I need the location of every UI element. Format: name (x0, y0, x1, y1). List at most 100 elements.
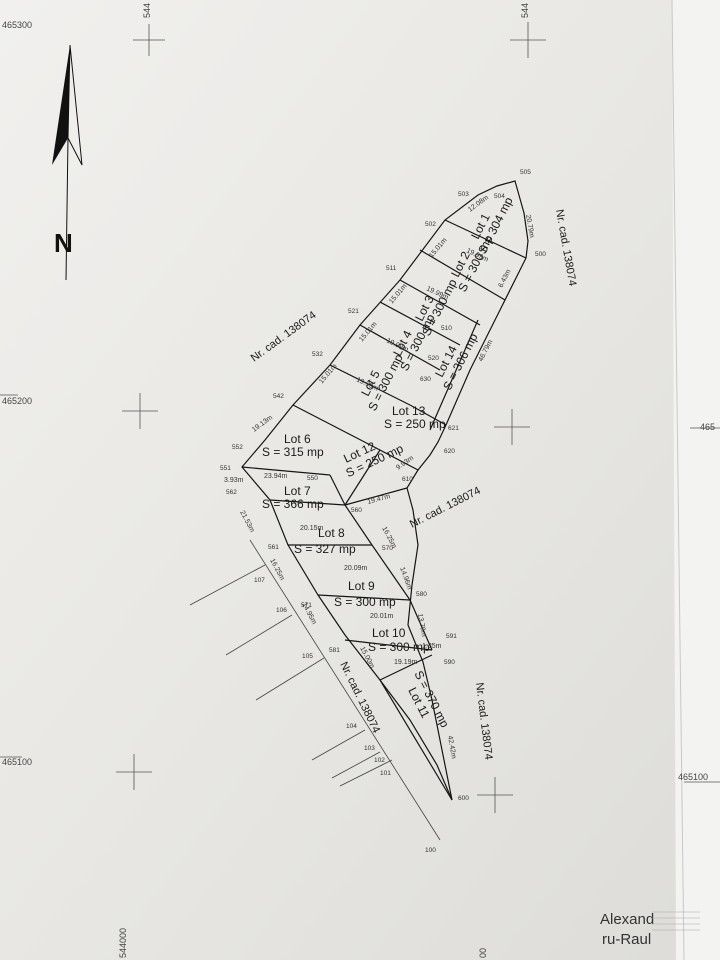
point-label: 552 (232, 444, 243, 451)
point-label: 581 (329, 647, 340, 654)
lot-10-label: Lot 10 S = 300 mp (368, 626, 430, 654)
lot-divider (344, 504, 373, 546)
lot-7-label: Lot 7 S = 366 mp (262, 484, 324, 511)
lot-area: S = 250 mp (384, 417, 446, 431)
point-label: 562 (226, 489, 237, 496)
lot-divider (419, 249, 506, 301)
dimension-label: 20.01m (370, 613, 394, 620)
lot-divider (399, 279, 481, 326)
lot-divider (359, 324, 441, 371)
lot-divider (371, 544, 411, 601)
lot-divider (329, 364, 411, 406)
point-label: 600 (458, 795, 469, 802)
lot-name: Lot 6 (284, 432, 311, 446)
point-label: 590 (444, 659, 455, 666)
lot-divider (329, 474, 346, 506)
access-line (225, 614, 293, 656)
dimension-label: 23.94m (264, 473, 288, 480)
point-label: 630 (420, 376, 431, 383)
coordinate-label: 465100 (2, 757, 32, 767)
point-label: 570 (382, 545, 393, 552)
dimension-label: 13.79m (416, 613, 427, 637)
lot-divider (344, 639, 433, 651)
coordinate-label: 544000 (118, 928, 128, 958)
dimension-label: 19.19m (394, 659, 418, 666)
coordinate-label: 465 (700, 422, 715, 432)
point-labels: 505 504 503 502 500 511 521 532 542 552 … (220, 169, 546, 854)
lot-divider (292, 404, 381, 451)
point-label: 591 (446, 633, 457, 640)
lot-divider (344, 449, 381, 506)
lot-divider (379, 449, 419, 471)
grid-cross (494, 409, 530, 445)
lot-name: Lot 7 (284, 484, 311, 498)
parcel-outline (241, 180, 529, 801)
point-label: 560 (351, 507, 362, 514)
point-label: 551 (220, 465, 231, 472)
grid-crosses (0, 22, 720, 813)
lot-divider (379, 301, 461, 346)
grid-cross (116, 754, 152, 790)
dimension-label: 20.79m (524, 214, 535, 238)
lot-divider (409, 404, 447, 426)
point-label: 104 (346, 723, 357, 730)
dimension-label: 42.42m (446, 735, 457, 759)
coordinate-label: 00 (478, 948, 488, 958)
coordinate-label: 544 (520, 3, 530, 18)
lot-13-label: Lot 13 S = 250 mp (384, 404, 446, 431)
paper-fold-line (671, 0, 685, 960)
lot-name: Lot 10 (372, 626, 406, 640)
access-line (339, 759, 393, 787)
point-label: 100 (425, 847, 436, 854)
point-label: 521 (348, 308, 359, 315)
dimension-label: 20.09m (344, 565, 368, 572)
point-label: 503 (458, 191, 469, 198)
lot-area: S = 300 mp (368, 640, 430, 654)
point-label: 580 (416, 591, 427, 598)
point-label: 504 (494, 193, 505, 200)
access-line (331, 751, 381, 779)
grid-cross (122, 393, 158, 429)
access-line (311, 729, 366, 761)
point-label: 106 (276, 607, 287, 614)
author-name-line2: ru-Raul (602, 931, 651, 948)
lot-divider (241, 466, 331, 476)
lot-area: S = 327 mp (294, 542, 356, 556)
lot-name: Lot 9 (348, 579, 375, 593)
dimension-label: 20.15m (300, 525, 324, 532)
lot-area: S = 300 mp (334, 595, 396, 609)
access-line (189, 564, 266, 606)
lot-area: S = 366 mp (262, 497, 324, 511)
road-edge (249, 539, 441, 841)
road-lines (189, 539, 441, 841)
author-name-line1: Alexand (600, 911, 654, 928)
coordinate-label: 544 (142, 3, 152, 18)
coordinate-label: 465300 (2, 20, 32, 30)
grid-cross (133, 24, 165, 56)
point-label: 532 (312, 351, 323, 358)
lot-9-label: Lot 9 S = 300 mp (334, 579, 396, 609)
stamp-fine-print (652, 911, 700, 931)
dimension-label: 3.93m (224, 477, 244, 484)
point-label: 510 (441, 325, 452, 332)
point-label: 550 (307, 475, 318, 482)
point-label: 502 (425, 221, 436, 228)
lot-divider (444, 219, 527, 259)
point-label: 571 (301, 602, 312, 609)
point-label: 511 (386, 265, 397, 272)
lot-name: Lot 13 (392, 404, 426, 418)
point-label: 103 (364, 745, 375, 752)
grid-cross (477, 777, 513, 813)
lot-divider (409, 599, 433, 651)
access-line (255, 657, 325, 701)
coordinate-label: 465200 (2, 396, 32, 406)
point-label: 505 (520, 169, 531, 176)
lot-divider (379, 679, 453, 801)
lot-area: S = 315 mp (262, 445, 324, 459)
lot-name: Lot 8 (318, 526, 345, 540)
paper-edge (672, 0, 720, 960)
point-label: 542 (273, 393, 284, 400)
point-label: 620 (444, 448, 455, 455)
